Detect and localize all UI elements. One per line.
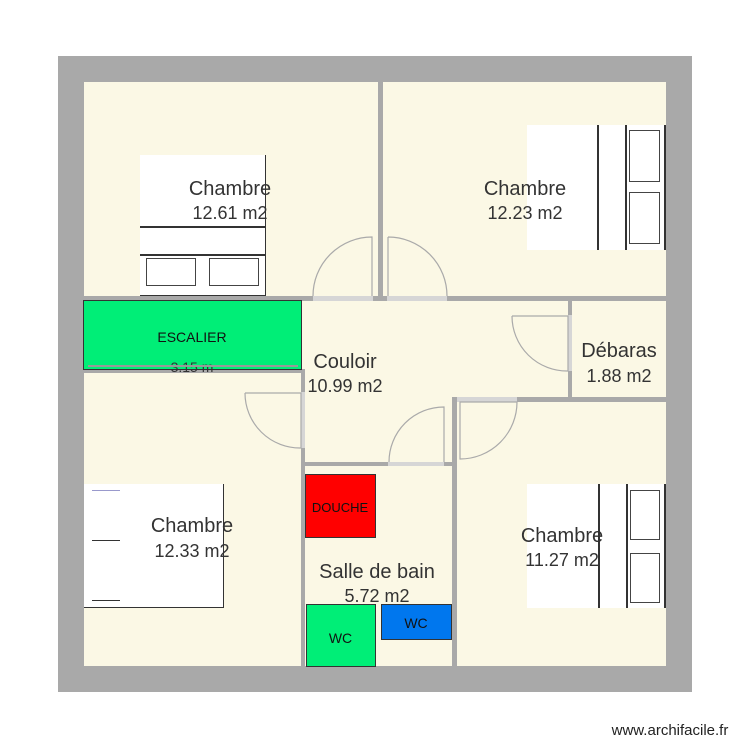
bed <box>140 155 266 296</box>
stairs-dimension: 3.15 m <box>170 359 214 375</box>
bed <box>527 484 666 608</box>
wall <box>305 462 452 466</box>
room-name: Chambre <box>520 525 604 547</box>
wc-label: WC <box>404 615 428 631</box>
door-swing <box>387 236 448 297</box>
door-gap <box>568 315 572 371</box>
wall <box>452 397 666 402</box>
wall <box>301 369 305 666</box>
room-area: 11.27 m2 <box>525 550 599 570</box>
room-area: 12.33 m2 <box>154 541 230 561</box>
room-name: Chambre <box>483 178 567 200</box>
stairs-label: ESCALIER <box>157 329 227 345</box>
wall <box>452 397 457 666</box>
room-name: Salle de bain <box>319 561 435 583</box>
watermark: www.archifacile.fr <box>611 722 729 739</box>
room-name: Chambre <box>188 178 272 200</box>
door-gap <box>387 296 447 301</box>
room-area: 12.61 m2 <box>192 203 268 223</box>
wall <box>84 369 305 373</box>
room-area: 1.88 m2 <box>586 366 652 386</box>
pillow <box>630 553 660 603</box>
wall <box>84 296 666 301</box>
room-name: Débaras <box>581 340 657 362</box>
room-name: Chambre <box>150 515 234 537</box>
door-gap <box>388 462 444 466</box>
bed <box>84 484 224 608</box>
door-swing <box>312 236 373 297</box>
pillow <box>629 130 660 182</box>
room-area: 10.99 m2 <box>307 376 383 396</box>
shower-label: DOUCHE <box>311 500 369 515</box>
room-area: 12.23 m2 <box>487 203 563 223</box>
pillow <box>209 258 259 286</box>
wc-toilet: WC <box>306 604 376 667</box>
wc-basin: WC <box>381 604 452 640</box>
bed <box>527 125 666 250</box>
shower: DOUCHE <box>305 474 376 538</box>
stairs: ESCALIER 3.15 m <box>83 300 302 375</box>
door-gap <box>313 296 373 301</box>
wall <box>378 82 383 300</box>
room-name: Couloir <box>313 351 377 373</box>
door-swing <box>244 392 302 449</box>
door-swing <box>388 406 445 463</box>
pillow <box>630 490 660 540</box>
door-gap <box>301 392 305 448</box>
pillow <box>146 258 196 286</box>
room-area: 5.72 m2 <box>344 586 410 606</box>
door-swing <box>511 315 569 372</box>
pillow <box>629 192 660 244</box>
door-gap <box>457 397 517 402</box>
door-swing <box>459 401 518 460</box>
wc-label: WC <box>328 630 353 646</box>
